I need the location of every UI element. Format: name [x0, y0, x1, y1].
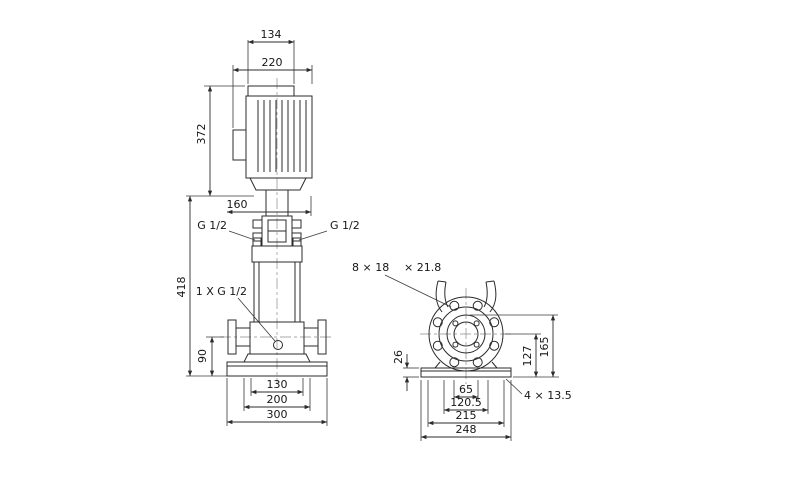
drain-callout: 1 X G 1/2	[196, 285, 276, 342]
drain-label: 1 X G 1/2	[196, 285, 247, 298]
dimension-26: 26	[392, 350, 419, 391]
dimension-127: 127	[505, 333, 559, 378]
inner-hole	[452, 341, 459, 348]
dim-134-label: 134	[261, 28, 282, 41]
dimension-300: 300	[226, 378, 328, 426]
side-view: 8 × 18 × 21.8 127 165 26 4 × 13.5	[352, 261, 572, 441]
bolt-hole	[489, 317, 500, 328]
suction-flange	[227, 319, 237, 355]
port-left	[252, 237, 262, 247]
base-hole-label: 4 × 13.5	[524, 389, 572, 402]
bolt-hole	[449, 300, 460, 311]
motor-flange	[249, 177, 307, 216]
port-left-label: G 1/2	[197, 219, 227, 232]
casing-top	[435, 280, 497, 313]
drain-plug	[273, 340, 283, 350]
dimension-130: 130	[250, 378, 304, 396]
inner-hole	[473, 320, 480, 327]
inner-hole	[452, 320, 459, 327]
front-view: 134 220 372 160 G 1/2 G 1/	[175, 28, 360, 426]
dim-130-label: 130	[267, 378, 288, 391]
dim-127-label: 127	[521, 346, 534, 367]
dimension-248: 248	[420, 380, 512, 441]
dim-220-label: 220	[262, 56, 283, 69]
base-hole-callout: 4 × 13.5	[505, 378, 572, 402]
dimension-220: 220	[232, 56, 313, 128]
dimension-120-5: 120.5	[443, 380, 489, 414]
dim-26-label: 26	[392, 350, 405, 364]
dim-90-label: 90	[196, 349, 209, 363]
dimension-65: 65	[453, 380, 479, 401]
side-base	[420, 361, 512, 378]
dimension-200: 200	[243, 378, 311, 411]
dimension-165: 165	[470, 314, 558, 377]
dim-200-label: 200	[267, 393, 288, 406]
port-callout-left: G 1/2	[197, 219, 256, 241]
discharge-flange	[317, 319, 327, 355]
coupling	[252, 215, 302, 247]
bolt-hole	[472, 300, 483, 311]
dimension-160: 160	[227, 196, 312, 216]
dimension-90: 90	[196, 336, 224, 376]
pump-base	[226, 353, 328, 377]
port-right	[292, 237, 302, 247]
bolt-callout-count-label: 8 × 18	[352, 261, 389, 274]
bolt-callout: 8 × 18 × 21.8	[352, 261, 452, 308]
inner-hole	[473, 341, 480, 348]
dimension-134: 134	[247, 28, 295, 84]
port-callout-right: G 1/2	[298, 219, 360, 241]
dim-215-label: 215	[456, 409, 477, 422]
dim-120-5-label: 120.5	[450, 396, 482, 409]
dim-165-label: 165	[538, 337, 551, 358]
dim-418-label: 418	[175, 277, 188, 298]
port-right-label: G 1/2	[330, 219, 360, 232]
dim-160-label: 160	[227, 198, 248, 211]
dim-372-label: 372	[195, 124, 208, 145]
bolt-hole	[432, 317, 443, 328]
bolt-hole	[472, 357, 483, 368]
motor	[232, 85, 313, 179]
dim-65-label: 65	[459, 383, 473, 396]
bolt-callout-depth-label: × 21.8	[404, 261, 441, 274]
dimension-372: 372	[186, 85, 254, 197]
dimension-215: 215	[427, 380, 505, 427]
dimension-418: 418	[175, 196, 227, 377]
dim-300-label: 300	[267, 408, 288, 421]
dim-248-label: 248	[456, 423, 477, 436]
bolt-hole	[432, 340, 443, 351]
terminal-box	[232, 129, 247, 161]
bolt-hole	[449, 357, 460, 368]
bolt-hole	[489, 340, 500, 351]
